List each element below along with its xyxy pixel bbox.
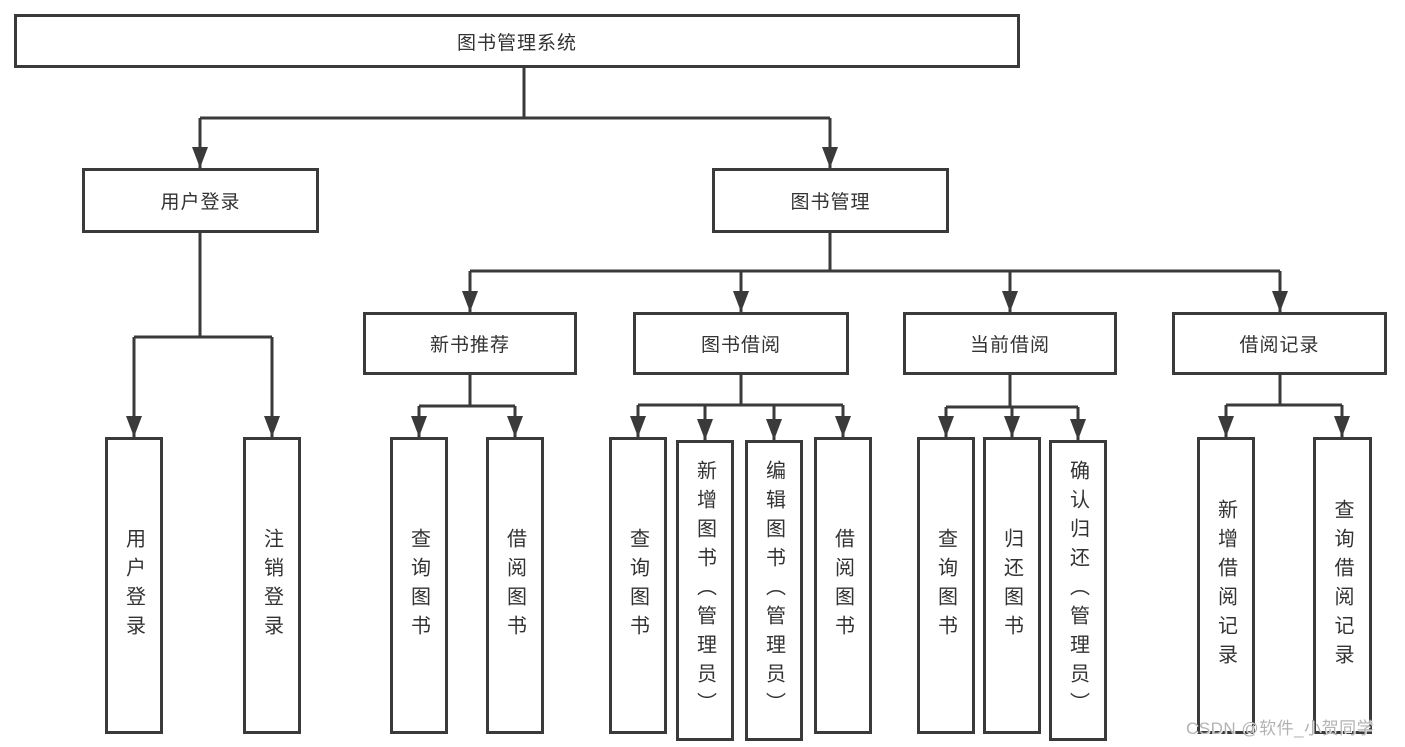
leaf-user-login: 用户登录 [105,437,163,734]
node-book-management: 图书管理 [712,168,949,233]
node-new-book-recommendation: 新书推荐 [363,312,577,375]
node-library-management-system: 图书管理系统 [14,14,1020,68]
connector-borrowing-records [1218,375,1350,437]
connector-root [192,68,838,168]
leaf-query-borrow-record: 查询借阅记录 [1313,437,1372,734]
leaf-logout: 注销登录 [243,437,301,734]
connector-book-borrowing [630,375,851,440]
leaf-add-books-admin: 新增图书（管理员） [676,440,734,741]
leaf-borrow-books-borrowing: 借阅图书 [814,437,872,734]
watermark: CSDN @软件_小贺同学 [1186,719,1375,738]
leaf-query-books-borrowing: 查询图书 [609,437,667,734]
node-user-login: 用户登录 [82,168,319,233]
connector-user-login [126,233,280,437]
connector-new-book-recommendation [411,375,523,437]
connector-book-management [462,233,1288,312]
connector-current-borrowing [938,375,1086,440]
leaf-confirm-return-admin: 确认归还（管理员） [1049,440,1107,741]
leaf-return-books: 归还图书 [983,437,1041,734]
node-book-borrowing: 图书借阅 [633,312,849,375]
leaf-query-books-current: 查询图书 [917,437,975,734]
leaf-borrow-books-recommend: 借阅图书 [486,437,544,734]
node-current-borrowing: 当前借阅 [903,312,1117,375]
leaf-edit-books-admin: 编辑图书（管理员） [745,440,803,741]
leaf-query-books-recommend: 查询图书 [390,437,448,734]
node-borrowing-records: 借阅记录 [1172,312,1387,375]
leaf-add-borrow-record: 新增借阅记录 [1197,437,1255,734]
